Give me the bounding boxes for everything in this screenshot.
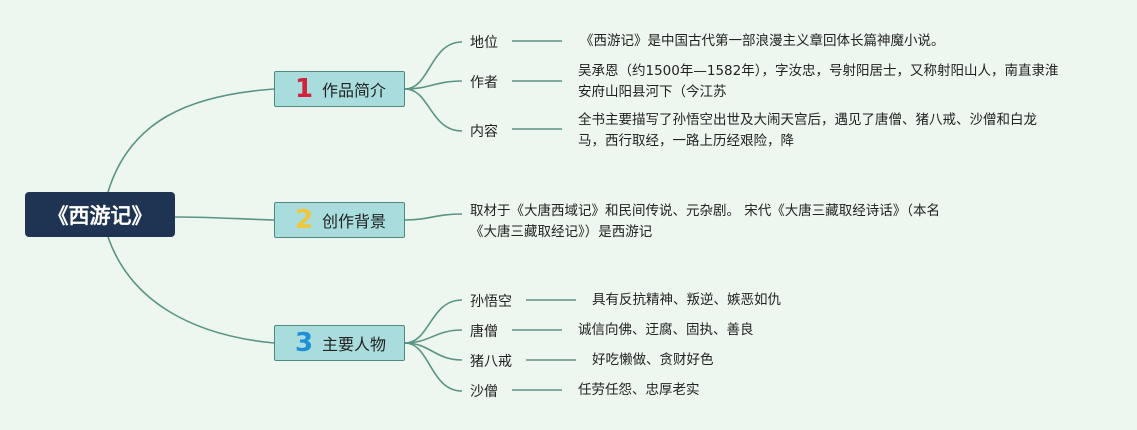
sub-node-shaseng: 沙僧 bbox=[470, 384, 498, 400]
desc-content: 全书主要描写了孙悟空出世及大闹天宫后，遇见了唐僧、猪八戒、沙僧和白龙 马，西行取… bbox=[578, 110, 1037, 152]
desc-line: 取材于《大唐西域记》和民间传说、元杂剧。 宋代《大唐三藏取经诗话》（本名 bbox=[470, 203, 941, 219]
root-label: 《西游记》 bbox=[47, 203, 153, 228]
desc-line: 《大唐三藏取经记》）是西游记 bbox=[470, 224, 653, 240]
sub-node-status: 地位 bbox=[470, 35, 498, 51]
branch-number: 1 bbox=[294, 74, 314, 104]
branch-node-intro: 1 作品简介 bbox=[274, 71, 405, 107]
sub-node-content: 内容 bbox=[470, 124, 498, 140]
desc-line: 吴承恩（约1500年—1582年），字汝忠，号射阳居士，又称射阳山人，南直隶淮 bbox=[578, 63, 1059, 79]
sub-node-author: 作者 bbox=[470, 75, 498, 91]
desc-line: 全书主要描写了孙悟空出世及大闹天宫后，遇见了唐僧、猪八戒、沙僧和白龙 bbox=[578, 112, 1037, 128]
desc-line: 安府山阳县河下（今江苏 bbox=[578, 84, 727, 100]
sub-node-tangseng: 唐僧 bbox=[470, 324, 498, 340]
desc-background: 取材于《大唐西域记》和民间传说、元杂剧。 宋代《大唐三藏取经诗话》（本名 《大唐… bbox=[470, 201, 940, 243]
desc-zhubajie: 好吃懒做、贪财好色 bbox=[592, 352, 714, 368]
branch-node-background: 2 创作背景 bbox=[274, 202, 405, 238]
branch-label: 作品简介 bbox=[322, 81, 387, 100]
root-node: 《西游记》 bbox=[25, 192, 175, 237]
branch-label: 创作背景 bbox=[322, 212, 387, 231]
desc-shaseng: 任劳任怨、忠厚老实 bbox=[578, 382, 700, 398]
desc-tangseng: 诚信向佛、迂腐、固执、善良 bbox=[578, 322, 754, 338]
sub-node-sunwukong: 孙悟空 bbox=[470, 294, 512, 310]
desc-line: 马，西行取经，一路上历经艰险，降 bbox=[578, 133, 794, 149]
branch-label: 主要人物 bbox=[322, 335, 387, 354]
sub-node-zhubajie: 猪八戒 bbox=[470, 354, 512, 370]
desc-sunwukong: 具有反抗精神、叛逆、嫉恶如仇 bbox=[592, 292, 781, 308]
branch-number: 3 bbox=[294, 328, 314, 358]
branch-node-characters: 3 主要人物 bbox=[274, 325, 405, 361]
desc-author: 吴承恩（约1500年—1582年），字汝忠，号射阳居士，又称射阳山人，南直隶淮 … bbox=[578, 61, 1058, 103]
branch-number: 2 bbox=[294, 205, 314, 235]
desc-status: 《西游记》是中国古代第一部浪漫主义章回体长篇神魔小说。 bbox=[580, 33, 945, 49]
